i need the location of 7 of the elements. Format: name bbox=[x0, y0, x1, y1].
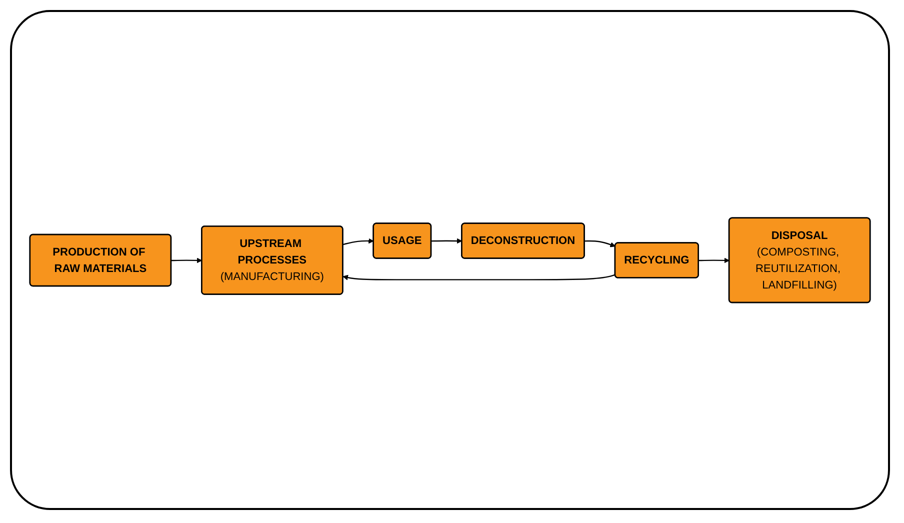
arrow bbox=[342, 274, 616, 280]
arrow bbox=[431, 238, 462, 244]
arrow bbox=[584, 240, 616, 247]
arrow bbox=[698, 258, 730, 263]
arrow bbox=[171, 258, 202, 263]
arrow bbox=[342, 238, 374, 245]
rounded-frame: PRODUCTION OF RAW MATERIALS UPSTREAM PROCESSES (MANUFACTURING) USAGE DISPOSAL (COMPOSTING, REUTILIZATION, LANDFILLING) RECYCLING DECONSTRUCTION bbox=[10, 10, 890, 510]
